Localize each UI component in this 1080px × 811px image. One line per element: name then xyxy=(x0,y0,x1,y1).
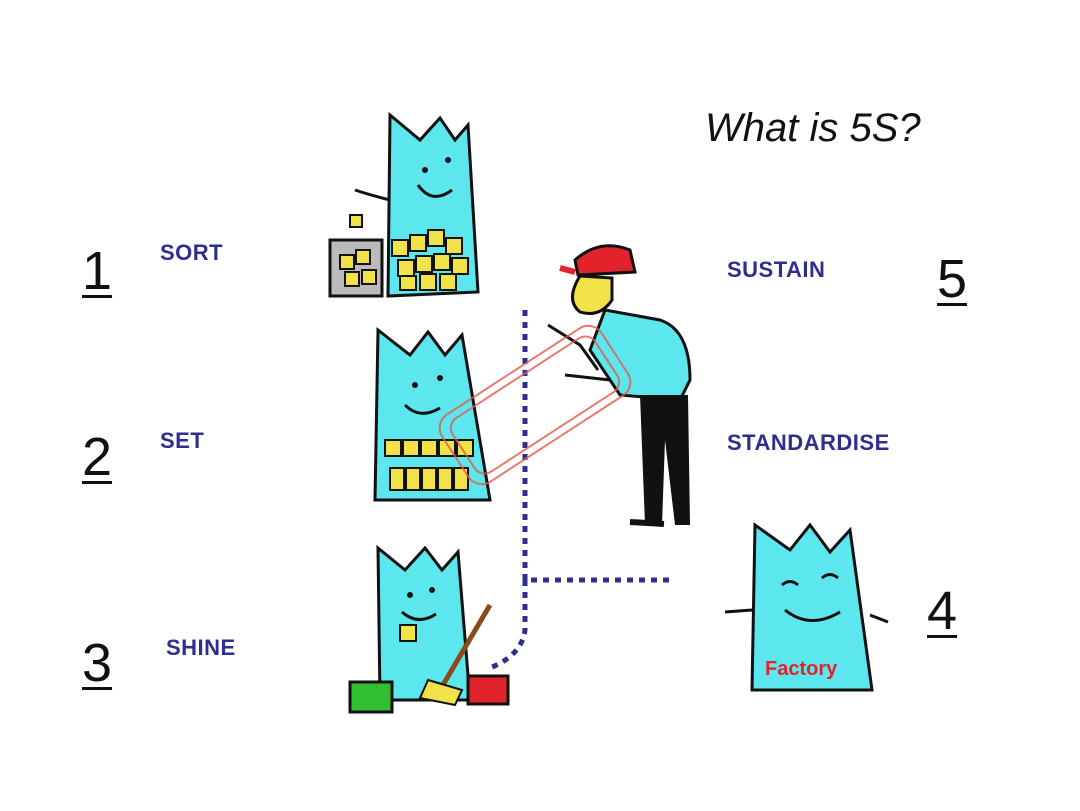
step-label-set: SET xyxy=(160,428,205,453)
step-number-2: 2 xyxy=(82,427,113,487)
sort-mascot-illustration xyxy=(328,111,480,298)
factory-mascot-illustration: Factory xyxy=(724,522,889,692)
factory-sign-text: Factory xyxy=(765,658,838,680)
step-number-3: 3 xyxy=(82,633,113,693)
step-label-sustain: SUSTAIN xyxy=(727,257,826,282)
step-label-sort: SORT xyxy=(160,240,224,265)
step-number-1: 1 xyxy=(82,241,113,301)
set-mascot-illustration xyxy=(373,326,492,502)
step-number-5: 5 xyxy=(937,249,968,309)
diagram-title: What is 5S? xyxy=(705,106,921,150)
step-label-standardise: STANDARDISE xyxy=(727,430,890,455)
step-label-shine: SHINE xyxy=(166,635,236,660)
supervisor-illustration xyxy=(547,244,692,527)
dotted-connector xyxy=(489,310,675,671)
shine-mascot-illustration xyxy=(348,544,510,714)
step-number-4: 4 xyxy=(927,581,958,641)
watermark-stamp xyxy=(438,324,632,486)
